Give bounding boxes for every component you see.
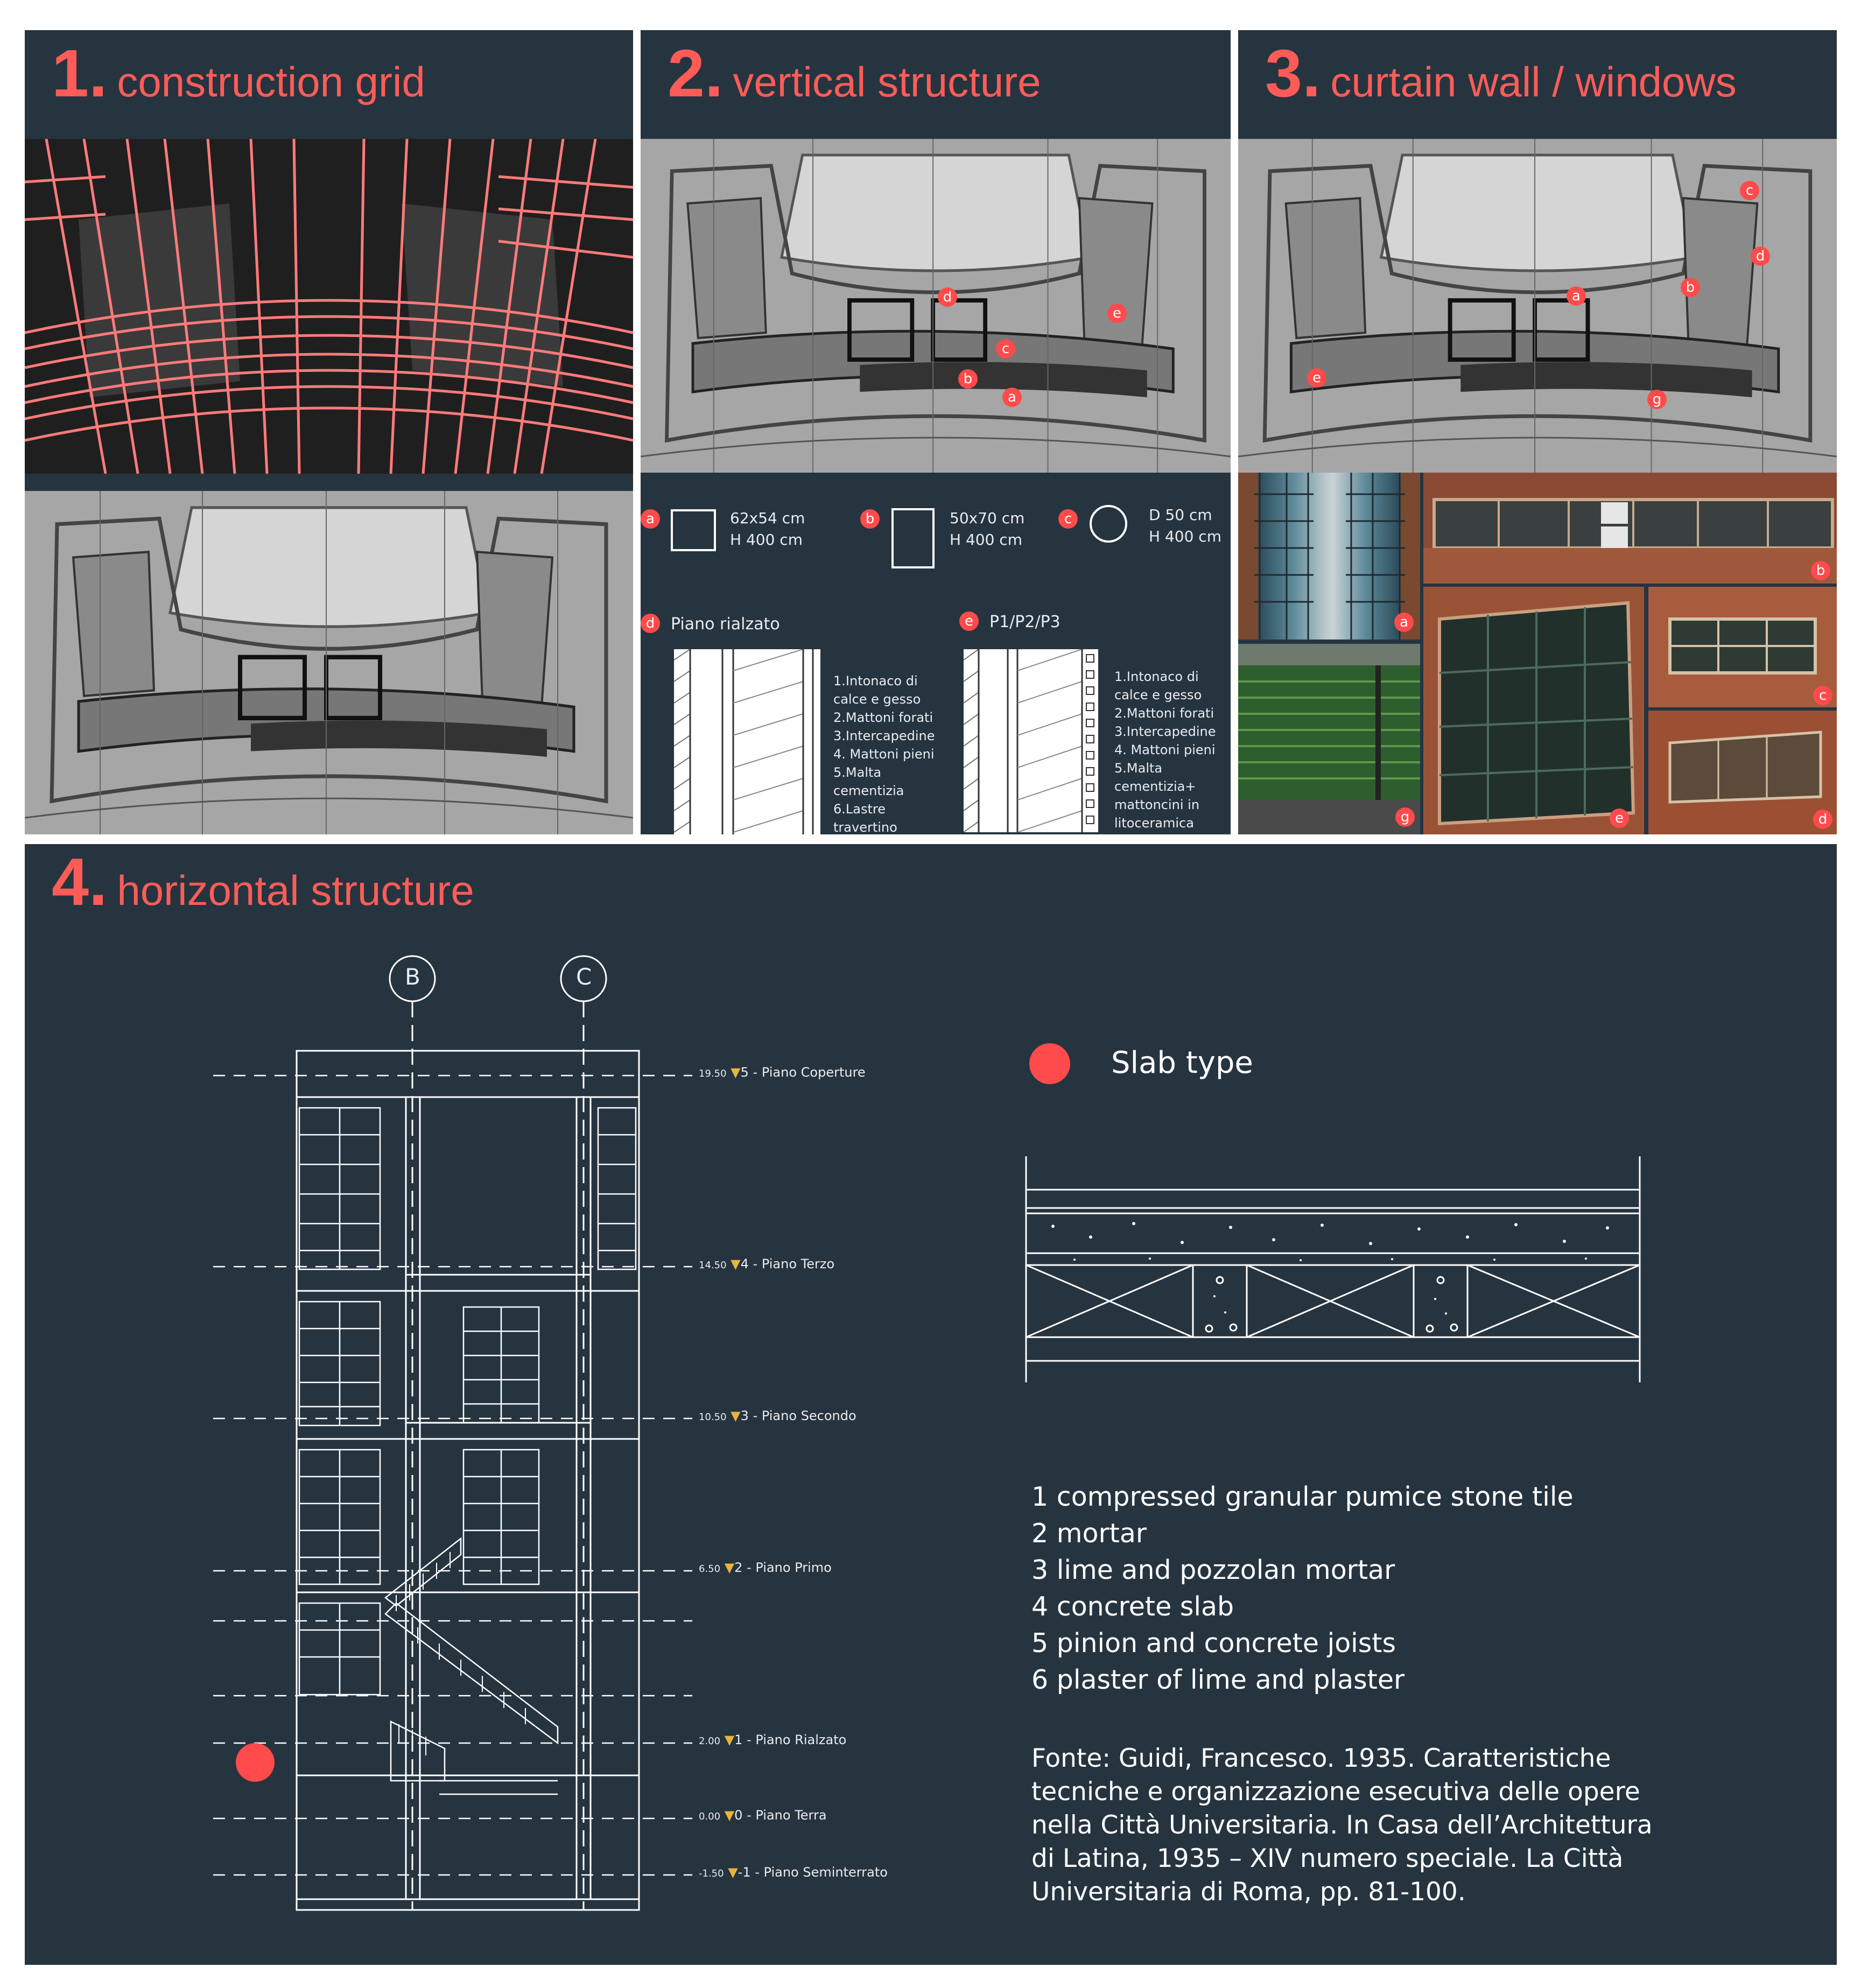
panel-construction-grid: 1.construction grid [25, 30, 633, 834]
level-1: 2.00 ▼1 - Piano Rialzato [699, 1732, 847, 1747]
level-0: 0.00 ▼0 - Piano Terra [699, 1808, 827, 1823]
wall-e-title: P1/P2/P3 [989, 613, 1061, 631]
ground-floor-plan [25, 491, 633, 834]
column-marker-b: b [958, 369, 978, 389]
column-a-height: H 400 cm [730, 531, 803, 549]
panel-horizontal-structure: 4.horizontal structure [25, 844, 1837, 1965]
window-marker-d: d [1751, 247, 1770, 266]
column-square-62x54 [671, 509, 716, 551]
axis-label-c: C [576, 964, 592, 990]
stair-section-drawing [213, 955, 692, 1911]
photo-window-e: e [1423, 587, 1644, 834]
legend-marker-e: e [959, 612, 979, 631]
column-b-height: H 400 cm [950, 531, 1022, 549]
column-a-dim: 62x54 cm [730, 509, 805, 527]
slab-layer-5: 5 pinion and concrete joists [1031, 1628, 1396, 1659]
level-minus-1: -1.50 ▼-1 - Piano Seminterrato [699, 1865, 888, 1880]
column-marker-c: c [996, 339, 1015, 359]
structure-plan [641, 139, 1231, 473]
construction-grid-overlay [25, 139, 633, 474]
column-marker-d: d [938, 287, 957, 307]
column-c-height: H 400 cm [1149, 528, 1221, 545]
legend-marker-a: a [641, 509, 660, 529]
photo-curtain-wall-a: a [1238, 473, 1420, 640]
axis-label-b: B [405, 964, 420, 990]
panel-title: 1.construction grid [52, 37, 425, 111]
photo-marker-b: b [1811, 561, 1830, 580]
panel-curtain-wall: 3.curtain wall / windows c d a b e g a [1238, 30, 1837, 834]
panel-title: 2.vertical structure [668, 37, 1041, 111]
slab-type-dot [1029, 1043, 1070, 1084]
panel-title: 4.horizontal structure [52, 845, 474, 919]
slab-type-title: Slab type [1111, 1045, 1253, 1080]
photo-window-b: b [1423, 473, 1837, 584]
slab-layer-1: 1 compressed granular pumice stone tile [1031, 1481, 1574, 1512]
source-citation: Fonte: Guidi, Francesco. 1935. Caratteri… [1031, 1744, 1653, 1907]
photo-window-d: d [1648, 711, 1837, 834]
column-rect-50x70 [891, 508, 935, 568]
photo-marker-d: d [1813, 810, 1832, 829]
window-marker-g: g [1647, 390, 1667, 409]
panel-vertical-structure: 2.vertical structure d e c b a a 62x54 c… [641, 30, 1231, 834]
level-3: 10.50 ▼3 - Piano Secondo [699, 1408, 856, 1423]
window-marker-a: a [1567, 286, 1586, 306]
slab-layer-6: 6 plaster of lime and plaster [1031, 1664, 1405, 1695]
photo-window-c: c [1648, 587, 1837, 707]
column-marker-e: e [1107, 304, 1127, 323]
level-2: 6.50 ▼2 - Piano Primo [699, 1560, 832, 1575]
column-marker-a: a [1002, 388, 1022, 407]
slab-layer-4: 4 concrete slab [1031, 1591, 1234, 1622]
window-marker-b: b [1681, 278, 1700, 297]
legend-marker-d: d [641, 614, 660, 633]
level-4: 14.50 ▼4 - Piano Terzo [699, 1256, 835, 1272]
panel-title: 3.curtain wall / windows [1265, 37, 1737, 111]
slab-location-dot [236, 1743, 275, 1782]
legend-marker-c: c [1058, 509, 1078, 529]
photo-marker-c: c [1813, 686, 1832, 705]
slab-layer-3: 3 lime and pozzolan mortar [1031, 1555, 1395, 1585]
legend-marker-b: b [860, 509, 880, 529]
column-circle-d50 [1090, 505, 1127, 543]
photo-marker-a: a [1394, 613, 1414, 632]
wall-d-title: Piano rialzato [671, 615, 780, 634]
photo-marker-g: g [1395, 807, 1415, 827]
photo-marker-e: e [1610, 809, 1629, 828]
window-marker-e: e [1307, 368, 1326, 388]
column-b-dim: 50x70 cm [950, 509, 1025, 527]
wall-section-e [964, 649, 1098, 832]
slab-section-drawing [1025, 1156, 1641, 1382]
level-5: 19.50 ▼5 - Piano Coperture [699, 1065, 866, 1080]
column-c-dim: D 50 cm [1149, 506, 1212, 524]
slab-layer-2: 2 mortar [1031, 1518, 1147, 1549]
window-marker-c: c [1740, 181, 1759, 200]
wall-section-d [674, 649, 820, 834]
photo-window-g: g [1238, 644, 1420, 834]
